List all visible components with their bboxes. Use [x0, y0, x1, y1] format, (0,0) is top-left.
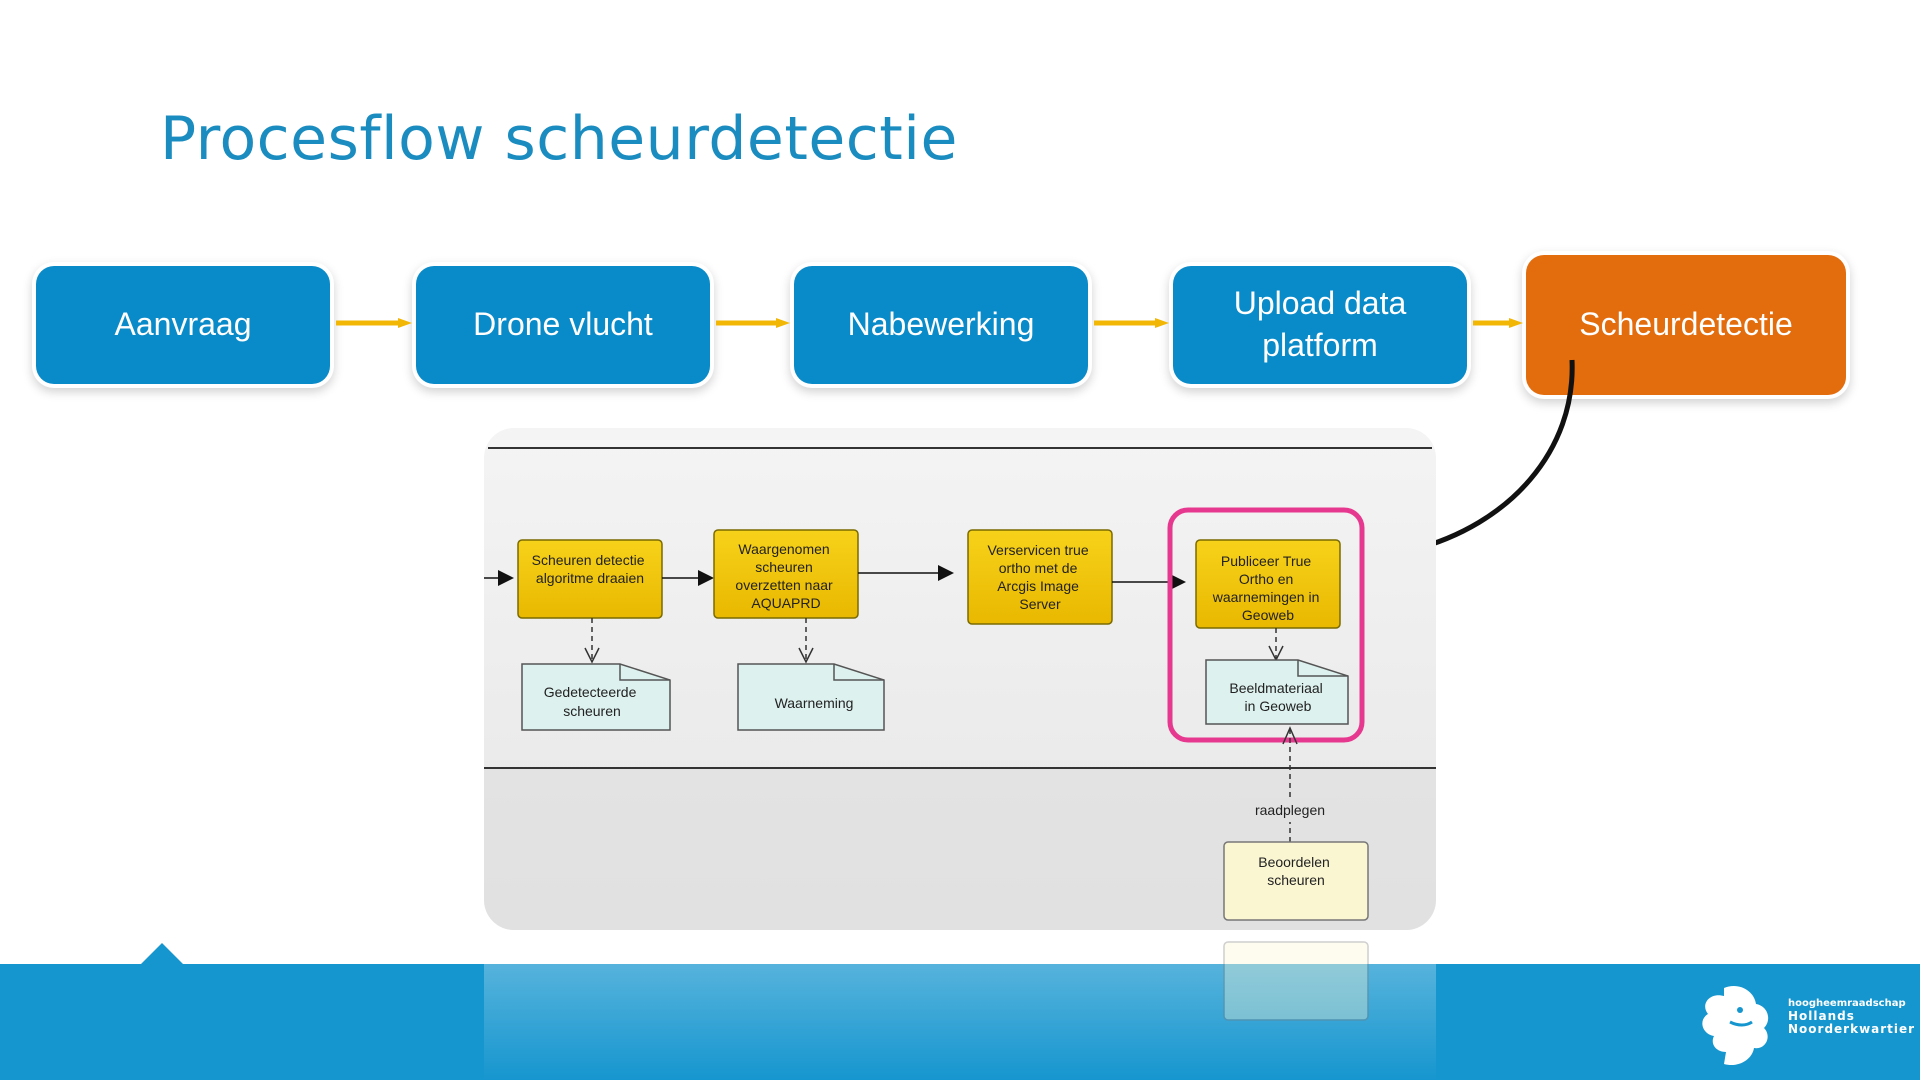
page-title: Procesflow scheurdetectie: [160, 104, 958, 174]
connector-arrow-2: [716, 318, 790, 328]
logo-line-3: Noorderkwartier: [1788, 1022, 1916, 1037]
footer-bar: [0, 964, 1920, 1080]
raadplegen-label: raadplegen: [1255, 802, 1325, 818]
document-gedetecteerde-scheuren[interactable]: Gedetecteerde scheuren: [521, 663, 671, 731]
svg-text:Scheuren detectie algo: Scheuren detectie algoritme draaien: [532, 552, 649, 586]
step-drone-vlucht[interactable]: Drone vlucht: [416, 266, 710, 384]
highlight-box: [1167, 507, 1365, 743]
task-beoordelen-scheuren[interactable]: Beoordelen scheuren: [1223, 841, 1369, 921]
svg-text:Beoordelen scheuren: Beoordelen scheuren: [1258, 854, 1334, 888]
document-beeldmateriaal-in-geoweb[interactable]: Beeldmateriaal in Geoweb: [1205, 659, 1349, 725]
svg-text:Publiceer True Ortho: Publiceer True Ortho en waarnemingen in …: [1212, 553, 1324, 623]
svg-text:Verservicen true ortho: Verservicen true ortho met de Arcgis Ima…: [987, 542, 1092, 612]
logo-line-2: Hollands: [1788, 1008, 1855, 1023]
logo-wordmark: hoogheemraadschap Hollands Noorderkwarti…: [1788, 998, 1915, 1037]
svg-text:Waargenomen scheuren: Waargenomen scheuren overzetten naar AQU…: [735, 541, 836, 611]
step-scheurdetectie[interactable]: Scheurdetectie: [1526, 255, 1846, 395]
connector-arrow-3: [1094, 318, 1169, 328]
step-nabewerking[interactable]: Nabewerking: [794, 266, 1088, 384]
footer-notch: [140, 943, 184, 965]
svg-text:Gedetecteerde scheuren: Gedetecteerde scheuren: [544, 684, 641, 719]
process-diagram-panel: Scheuren detectie algoritme draaien Waar…: [484, 428, 1436, 930]
task-verservicen-true-ortho[interactable]: Verservicen true ortho met de Arcgis Ima…: [967, 529, 1113, 625]
document-waarneming[interactable]: Waarneming: [737, 663, 885, 731]
task-publiceer-true-ortho[interactable]: Publiceer True Ortho en waarnemingen in …: [1195, 539, 1341, 629]
process-diagram: Scheuren detectie algoritme draaien Waar…: [484, 447, 1436, 930]
step-aanvraag[interactable]: Aanvraag: [36, 266, 330, 384]
svg-text:Waarneming: Waarneming: [775, 695, 854, 711]
connector-arrow-4: [1473, 318, 1523, 328]
svg-text:Beeldmateriaal in Geow: Beeldmateriaal in Geoweb: [1229, 680, 1326, 714]
task-waargenomen-scheuren[interactable]: Waargenomen scheuren overzetten naar AQU…: [713, 529, 859, 619]
logo-line-1: hoogheemraadschap: [1788, 998, 1906, 1009]
incoming-arrowhead: [498, 570, 514, 586]
lion-logo-icon: [1702, 985, 1769, 1066]
step-upload-data-platform[interactable]: Upload data platform: [1173, 266, 1467, 384]
panel-reflection: [484, 934, 1436, 1080]
connector-arrow-1: [336, 318, 412, 328]
task-scheuren-detectie[interactable]: Scheuren detectie algoritme draaien: [517, 539, 663, 619]
